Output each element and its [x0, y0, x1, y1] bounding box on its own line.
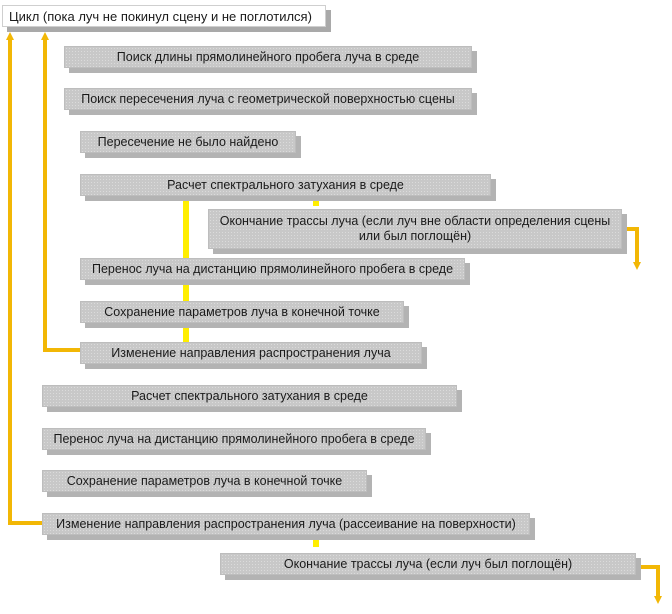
connector-dot-1 — [313, 197, 319, 206]
loop-back-arrow-inner — [41, 32, 80, 352]
step-change-direction-outer: Изменение направления распространения лу… — [42, 513, 530, 535]
step-transfer-outer: Перенос луча на дистанцию прямолинейного… — [42, 428, 426, 450]
step-transfer-outer-label: Перенос луча на дистанцию прямолинейного… — [53, 431, 415, 446]
step-end-trace-outer-label: Окончание трассы луча (если луч был погл… — [283, 556, 573, 571]
step-end-trace-inner-label: Окончание трассы луча (если луч вне обла… — [219, 214, 611, 243]
step-spectral-attenuation-outer: Расчет спектрального затухания в среде — [42, 385, 457, 407]
step-save-params-outer: Сохранение параметров луча в конечной то… — [42, 470, 367, 492]
step-spectral-attenuation-inner: Расчет спектрального затухания в среде — [80, 174, 491, 196]
step-no-intersection-label: Пересечение не было найдено — [97, 134, 279, 149]
step-end-trace-inner: Окончание трассы луча (если луч вне обла… — [208, 209, 622, 249]
connector-dot-2 — [313, 538, 319, 547]
step-find-free-path: Поиск длины прямолинейного пробега луча … — [64, 46, 472, 68]
loop-header-label: Цикл (пока луч не покинул сцену и не пог… — [9, 8, 312, 24]
step-save-params-outer-label: Сохранение параметров луча в конечной то… — [66, 473, 343, 488]
step-save-params-inner: Сохранение параметров луча в конечной то… — [80, 301, 404, 323]
step-find-free-path-label: Поиск длины прямолинейного пробега луча … — [116, 49, 420, 64]
step-find-intersection: Поиск пересечения луча с геометрической … — [64, 88, 472, 110]
step-save-params-inner-label: Сохранение параметров луча в конечной то… — [104, 304, 380, 319]
step-transfer-inner-label: Перенос луча на дистанцию прямолинейного… — [91, 261, 454, 276]
step-change-direction-inner: Изменение направления распространения лу… — [80, 342, 422, 364]
step-no-intersection: Пересечение не было найдено — [80, 131, 296, 153]
exit-arrow-outer — [636, 565, 662, 604]
loop-back-arrow-outer — [6, 32, 44, 525]
step-spectral-attenuation-outer-label: Расчет спектрального затухания в среде — [131, 388, 368, 403]
step-transfer-inner: Перенос луча на дистанцию прямолинейного… — [80, 258, 465, 280]
step-spectral-attenuation-inner-label: Расчет спектрального затухания в среде — [167, 177, 404, 192]
step-find-intersection-label: Поиск пересечения луча с геометрической … — [81, 91, 455, 106]
step-end-trace-outer: Окончание трассы луча (если луч был погл… — [220, 553, 636, 575]
loop-header: Цикл (пока луч не покинул сцену и не пог… — [2, 5, 326, 27]
step-change-direction-inner-label: Изменение направления распространения лу… — [111, 345, 391, 360]
exit-arrow-inner — [622, 227, 641, 270]
step-change-direction-outer-label: Изменение направления распространения лу… — [56, 516, 516, 531]
